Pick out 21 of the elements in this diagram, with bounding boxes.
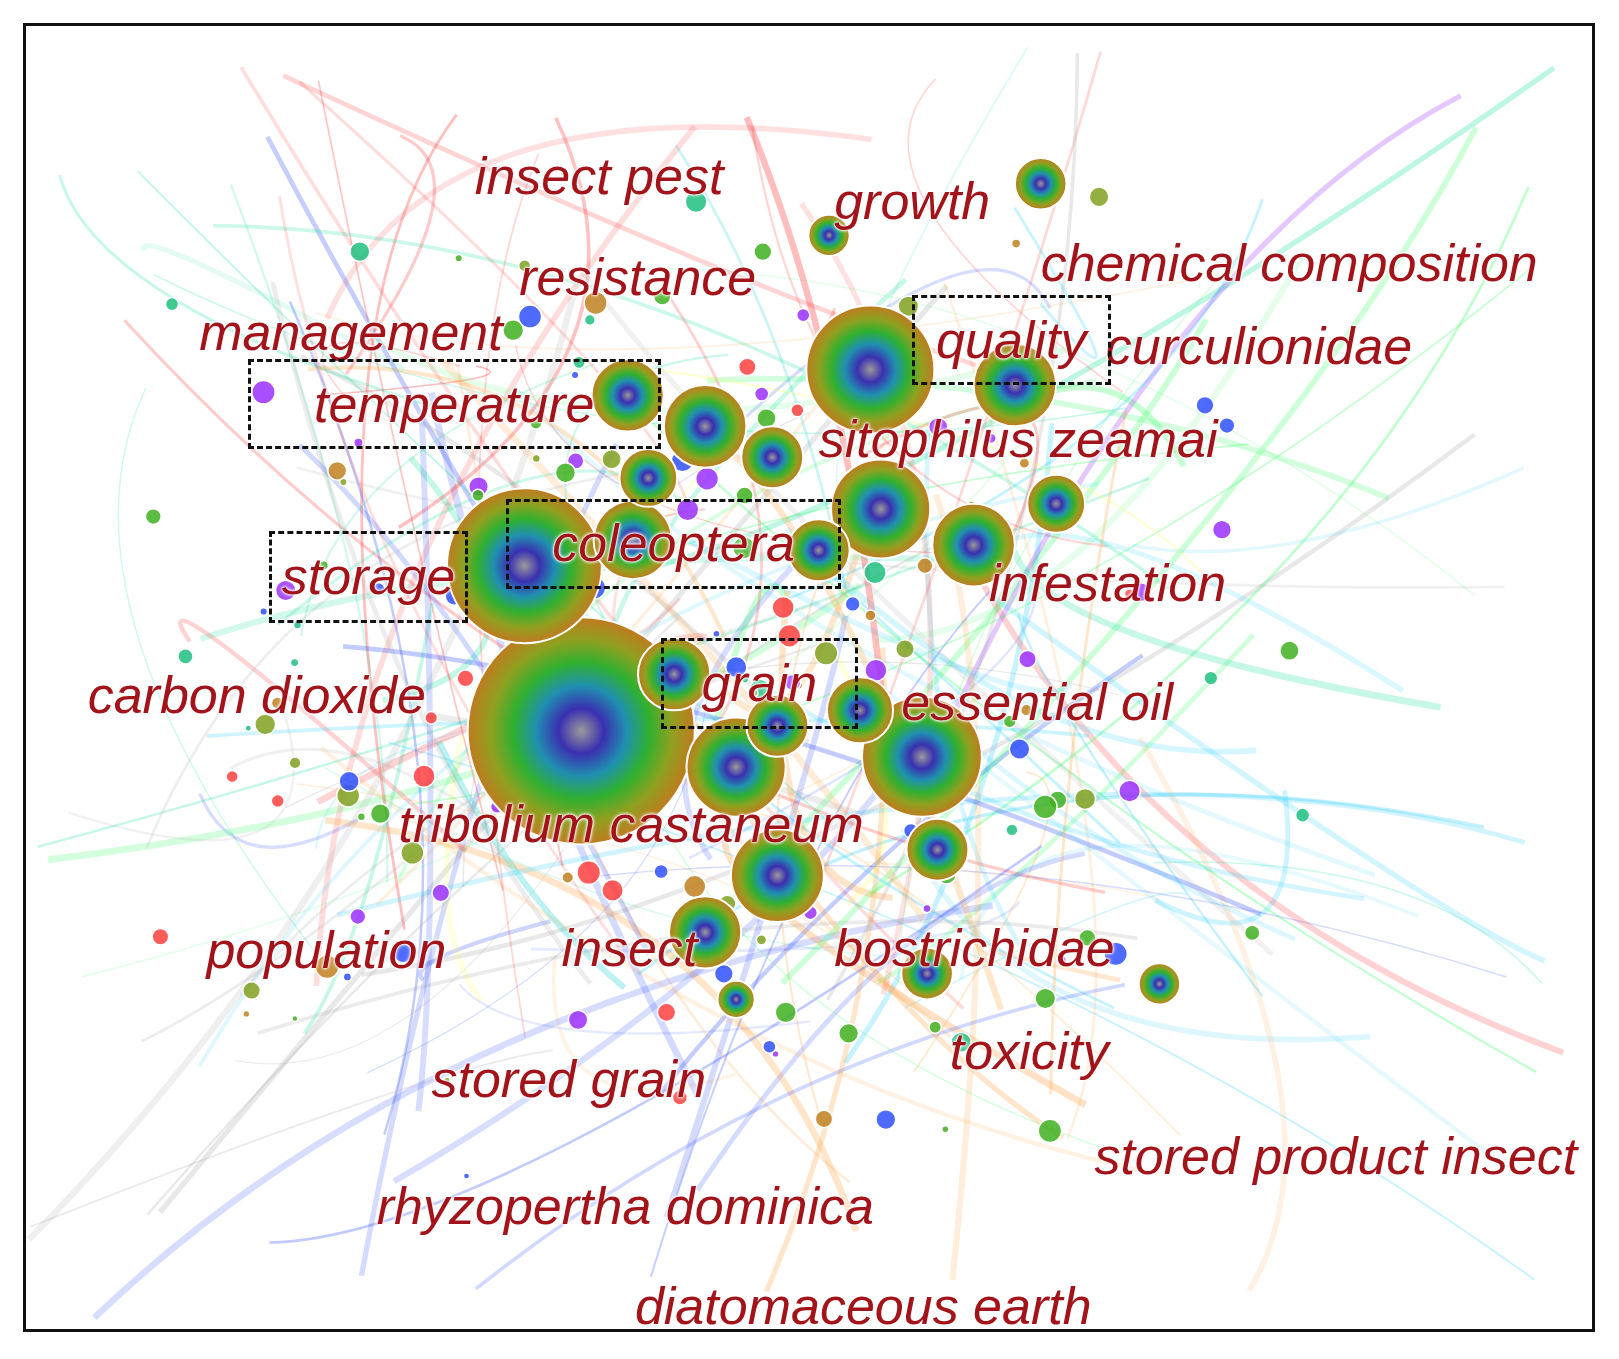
keyword-label: quality bbox=[936, 311, 1087, 369]
dashed-highlight-box bbox=[505, 498, 842, 590]
keyword-label: carbon dioxide bbox=[87, 666, 426, 725]
keyword-label: stored grain bbox=[431, 1051, 707, 1109]
keyword-label: resistance bbox=[519, 248, 757, 306]
keyword-label: temperature bbox=[314, 375, 595, 433]
keyword-label: chemical composition bbox=[1040, 235, 1538, 293]
dashed-highlight-box bbox=[247, 359, 661, 450]
keyword-label: population bbox=[206, 921, 447, 980]
keyword-label: management bbox=[199, 304, 503, 362]
keyword-label: sitophilus zeamai bbox=[818, 410, 1218, 469]
keyword-label: rhyzopertha dominica bbox=[376, 1178, 874, 1236]
keyword-label: essential oil bbox=[901, 674, 1173, 732]
keyword-label: infestation bbox=[989, 555, 1227, 613]
keyword-label: toxicity bbox=[949, 1023, 1109, 1081]
keyword-label: stored product insect bbox=[1094, 1128, 1578, 1186]
keyword-label: diatomaceous earth bbox=[634, 1278, 1092, 1329]
keyword-label: curculionidae bbox=[1105, 317, 1413, 376]
keyword-label: coleoptera bbox=[552, 515, 796, 573]
keyword-label: growth bbox=[834, 173, 991, 231]
keyword-label: insect pest bbox=[474, 147, 724, 205]
